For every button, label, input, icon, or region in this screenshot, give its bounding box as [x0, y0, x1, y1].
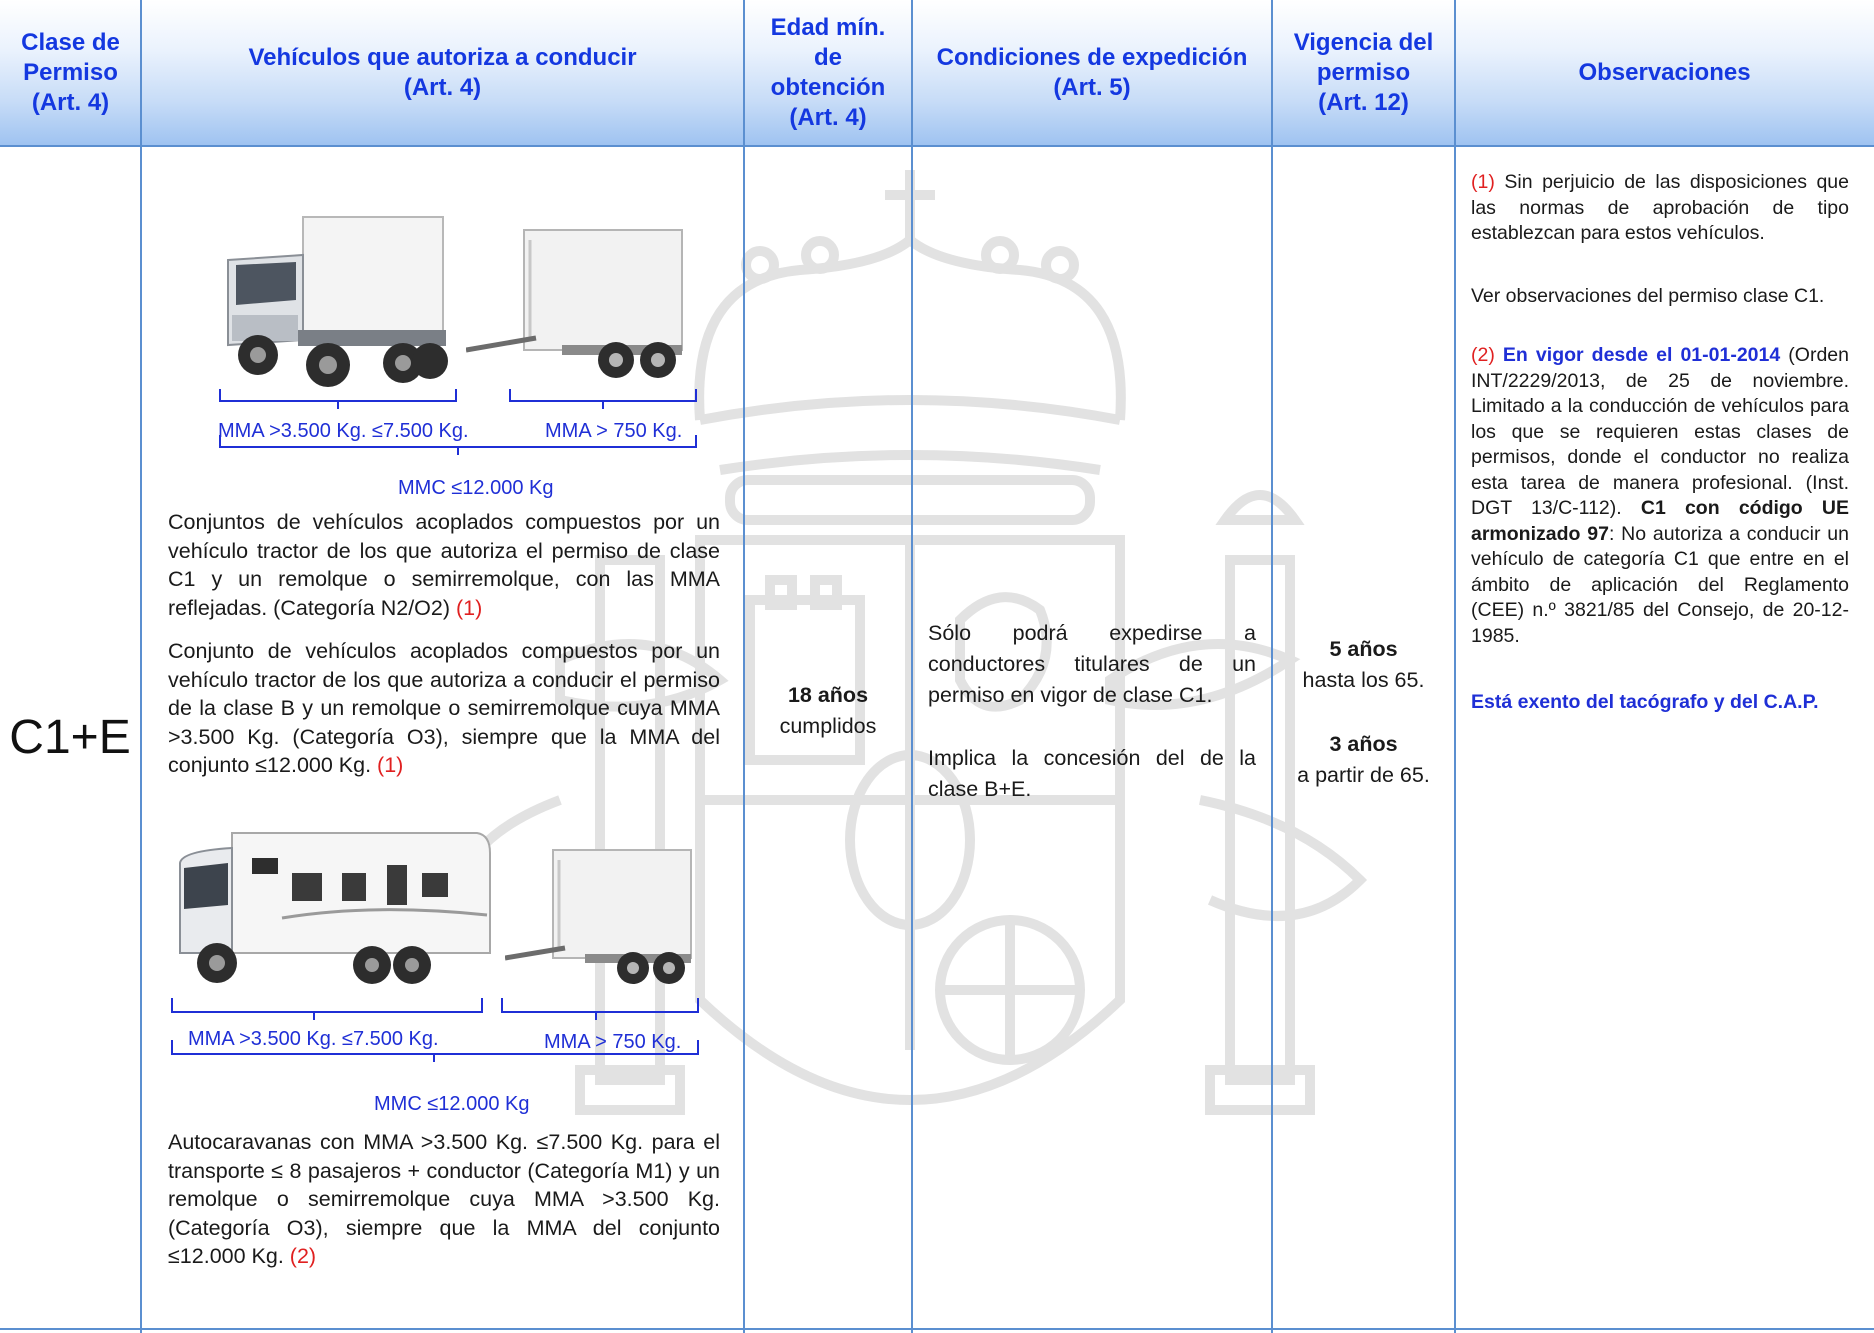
- vigencia-2-note: a partir de 65.: [1297, 763, 1430, 787]
- observacion-2: Ver observaciones del permiso clase C1.: [1471, 285, 1825, 307]
- vigor-date: En vigor desde el 01-01-2014: [1494, 344, 1781, 366]
- header-background: [0, 0, 1874, 145]
- vehicles-paragraph-1: Conjuntos de vehículos acoplados compues…: [168, 508, 720, 622]
- edad-minima: 18 años cumplidos: [745, 680, 911, 742]
- footnote-ref: (2): [289, 1244, 317, 1268]
- footnote-ref: (2): [1471, 344, 1495, 366]
- combo2-truck-mma-label: MMA >3.500 Kg. ≤7.500 Kg.: [188, 1028, 439, 1050]
- vigencia-2: 3 años a partir de 65.: [1273, 729, 1454, 791]
- edad-value: 18 años: [787, 683, 869, 707]
- header-condiciones: Condiciones de expedición (Art. 5): [936, 43, 1248, 101]
- column-divider: [911, 0, 913, 1333]
- column-divider: [140, 0, 142, 1333]
- trailer-image: [505, 849, 692, 984]
- header-edad: Edad mín. de obtención (Art. 4): [770, 13, 886, 131]
- header-vehiculos: Vehículos que autoriza a conducir (Art. …: [248, 43, 637, 101]
- table-bottom-border: [0, 1328, 1874, 1330]
- exento-note: Está exento del tacógrafo y del C.A.P.: [1471, 691, 1819, 713]
- vehicles-paragraph-2-text: Conjunto de vehículos acoplados compuest…: [168, 639, 720, 777]
- column-divider: [1454, 0, 1456, 1333]
- condiciones-p2: Implica la concesión del de la clase B+E…: [928, 746, 1256, 801]
- combo1-total-mmc-label: MMC ≤12.000 Kg: [398, 477, 554, 499]
- vehicles-paragraph-3: Autocaravanas con MMA >3.500 Kg. ≤7.500 …: [168, 1128, 720, 1271]
- combo1-trailer-mma-label: MMA > 750 Kg.: [545, 420, 683, 442]
- vehicles-paragraph-1-text: Conjuntos de vehículos acoplados compues…: [168, 510, 720, 620]
- observacion-3: (2) En vigor desde el 01-01-2014 (Orden …: [1471, 343, 1849, 649]
- column-divider: [1271, 0, 1273, 1333]
- vigencia-1-value: 5 años: [1329, 637, 1398, 661]
- header-vigencia: Vigencia del permiso (Art. 12): [1293, 28, 1434, 116]
- vigencia-1-note: hasta los 65.: [1302, 668, 1425, 692]
- vehicles-paragraph-2: Conjunto de vehículos acoplados compuest…: [168, 637, 720, 780]
- header-clase: Clase de Permiso (Art. 4): [21, 28, 120, 116]
- column-divider: [743, 0, 745, 1333]
- combo2-total-mmc-label: MMC ≤12.000 Kg: [374, 1093, 530, 1115]
- codigo-ue-97: C1 con código UE armonizado 97: [1471, 497, 1849, 545]
- combo1-truck-mma-label: MMA >3.500 Kg. ≤7.500 Kg.: [218, 420, 469, 442]
- observacion-1-text: Sin perjuicio de las disposiciones que l…: [1471, 171, 1849, 244]
- observacion-3-text-b: : No autoriza a conducir un vehículo de …: [1471, 522, 1849, 647]
- combo2-brackets: [171, 998, 699, 1062]
- footnote-ref: (1): [1471, 171, 1495, 193]
- vehicles-paragraph-3-text: Autocaravanas con MMA >3.500 Kg. ≤7.500 …: [168, 1130, 720, 1268]
- combo2-trailer-mma-label: MMA > 750 Kg.: [544, 1031, 682, 1053]
- header-observaciones: Observaciones: [1578, 58, 1751, 86]
- edad-note: cumplidos: [779, 714, 877, 738]
- vigencia-1: 5 años hasta los 65.: [1273, 634, 1454, 696]
- box-truck-image: [227, 216, 448, 387]
- header-divider: [0, 145, 1874, 147]
- motorhome-image: [179, 832, 491, 984]
- vigencia-2-value: 3 años: [1329, 732, 1398, 756]
- observacion-3-text-a: (Orden INT/2229/2013, de 25 de noviembre…: [1471, 344, 1849, 519]
- footnote-ref: (1): [377, 753, 404, 777]
- footnote-ref: (1): [456, 595, 483, 620]
- combo1-brackets: [219, 389, 697, 455]
- trailer-image: [466, 229, 683, 378]
- observacion-1: (1) Sin perjuicio de las disposiciones q…: [1471, 170, 1849, 247]
- clase-permiso: C1+E: [9, 710, 131, 764]
- condiciones-p1: Sólo podrá expedirse a conductores titul…: [928, 621, 1256, 707]
